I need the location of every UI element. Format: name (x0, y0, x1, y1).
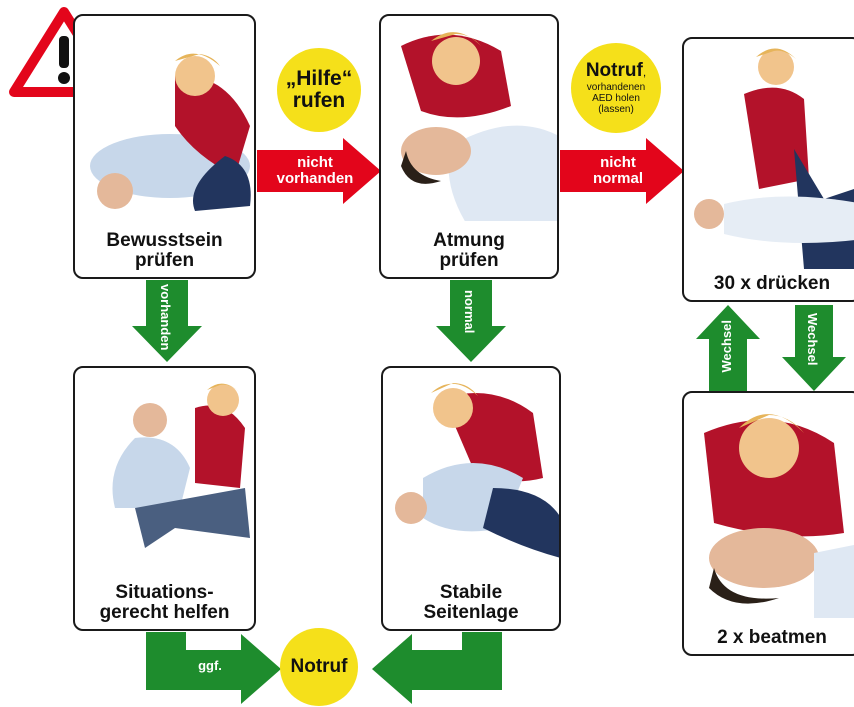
beatmen-label: 2 x beatmen (684, 628, 854, 648)
arrow-vorhanden-label: vorhanden (158, 284, 173, 350)
notruf-bubble: Notruf (280, 628, 358, 706)
step-situation: Situations-gerecht helfen (73, 366, 256, 631)
notruf-aed-bubble: Notruf, vorhandenen AED holen (lassen) (571, 43, 661, 133)
hilfe-rufen-bubble: „Hilfe“ rufen (277, 48, 361, 132)
bewusstsein-label-line2: prüfen (75, 251, 254, 271)
arrow-seitenlage-notruf (372, 632, 502, 704)
seitenlage-label-line2: Seitenlage (383, 603, 559, 623)
situation-label-line1: Situations- (75, 583, 254, 603)
helping-situation-photo (75, 368, 255, 568)
arrow-wechsel-down-label: Wechsel (805, 313, 820, 366)
breathing-check-photo (381, 16, 559, 221)
atmung-label-line1: Atmung (381, 231, 557, 251)
step-beatmen: 2 x beatmen (682, 391, 854, 656)
recovery-position-photo (383, 368, 561, 578)
chest-compression-photo (684, 39, 854, 269)
notruf-title: Notruf (291, 656, 348, 678)
situation-label-line2: gerecht helfen (75, 603, 254, 623)
arrow-wechsel-up-label: Wechsel (719, 320, 734, 373)
arrow-ggf-label: ggf. (180, 658, 240, 674)
bewusstsein-label-line1: Bewusstsein (75, 231, 254, 251)
atmung-label-line2: prüfen (381, 251, 557, 271)
notruf-aed-title: Notruf (586, 60, 643, 81)
druecken-label: 30 x drücken (684, 274, 854, 294)
hilfe-line1: „Hilfe“ (286, 68, 353, 90)
seitenlage-label-line1: Stabile (383, 583, 559, 603)
rescue-breathing-photo (684, 393, 854, 618)
arrow-normal-label: normal (462, 290, 477, 333)
step-druecken: 30 x drücken (682, 37, 854, 302)
hilfe-line2: rufen (293, 90, 346, 112)
rescuer-check-photo (75, 16, 255, 216)
